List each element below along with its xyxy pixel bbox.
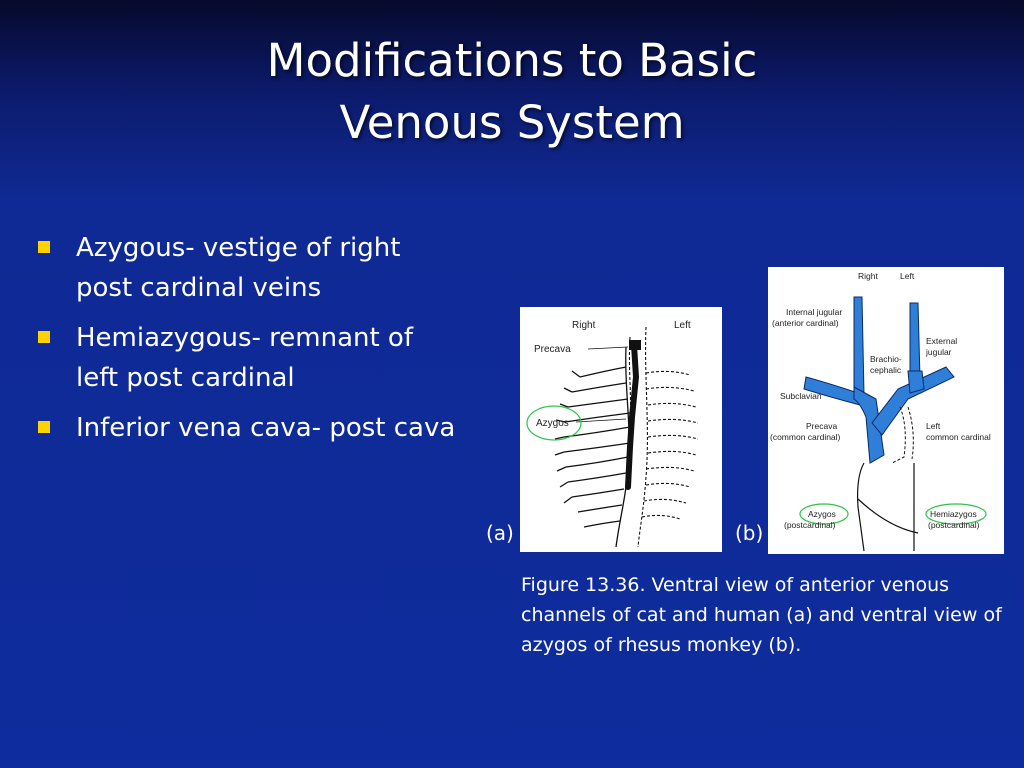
figure-b-veins [803,296,955,464]
figure-a-cat-venous-diagram: Right Left Precava Azygos [520,307,722,552]
figure-a-azygos-highlight [526,405,582,441]
figure-b-external-jugular-label-1: External [926,336,957,346]
figure-a-svg: Right Left Precava Azygos [526,320,699,548]
figure-b-hemiazygos-label-2: (postcardinal) [928,520,980,530]
slide-title-line-1: Modifications to Basic [266,34,758,87]
slide-title: Modifications to Basic Venous System [0,30,1024,154]
slide-title-line-2: Venous System [339,96,685,149]
figure-a-left-label: Left [674,320,691,331]
figure-b-external-jugular-label-2: jugular [925,347,952,357]
figure-b-brachiocephalic-label-2: cephalic [870,365,902,375]
figure-b-hemiazygos-label-1: Hemiazygos [930,509,977,519]
figure-b-monkey-azygos-diagram: Right Left Internal jugular (anterior ca… [768,267,1004,554]
figure-b-subclavian-label: Subclavian [780,391,822,401]
figure-a-azygos-leader [575,418,627,423]
figure-a-right-label: Right [572,320,596,331]
figure-b-azygos-label-1: Azygos [808,509,836,519]
figure-b-panel-label: (b) [735,521,764,545]
figure-a-left-dashed-vessels [628,326,699,548]
figure-a-panel-label: (a) [486,521,514,545]
figure-b-left-label: Left [900,271,915,281]
bullet-item-inferior-vena-cava: Inferior vena cava- post cava [36,408,456,448]
figure-b-dashed-left-common-cardinal [891,406,914,464]
bullet-item-azygous: Azygous- vestige of right post cardinal … [36,228,456,308]
figure-b-svg: Right Left Internal jugular (anterior ca… [770,271,991,552]
figure-b-right-label: Right [858,271,878,281]
figure-a-precava-label: Precava [534,344,571,355]
figure-a-azygos-vein [625,342,640,490]
bullet-list: Azygous- vestige of right post cardinal … [36,228,456,458]
figure-b-postcardinal-lines [857,462,919,552]
figure-a-right-vessels [554,346,631,548]
figure-b-azygos-highlight [799,503,849,525]
figure-b-precava-label-1: Precava [806,421,837,431]
figure-b-internal-jugular-label-2: (anterior cardinal) [772,318,839,328]
figure-a-precava-stump [629,340,641,350]
figure-a-precava-leader [587,346,629,350]
figure-b-left-common-label-1: Left [926,421,941,431]
figure-b-precava-label-2: (common cardinal) [770,432,841,442]
figure-a-azygos-label: Azygos [536,418,569,429]
figure-caption: Figure 13.36. Ventral view of anterior v… [521,574,1002,656]
figure-b-internal-jugular-label-1: Internal jugular [786,307,842,317]
figure-b-hemiazygos-highlight [925,503,987,525]
figure-b-brachiocephalic-label-1: Brachio- [870,354,902,364]
figure-b-left-common-label-2: common cardinal [926,432,991,442]
figure-b-azygos-label-2: (postcardinal) [784,520,836,530]
bullet-item-hemiazygous: Hemiazygous- remnant of left post cardin… [36,318,456,398]
